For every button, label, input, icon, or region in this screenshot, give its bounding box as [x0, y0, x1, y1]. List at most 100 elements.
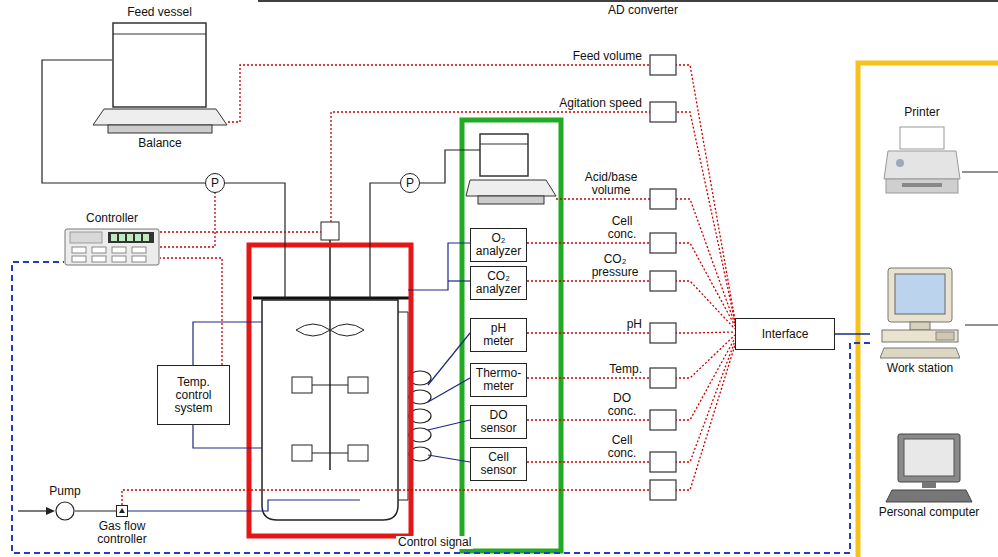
- sensor-box: DO sensor: [470, 405, 527, 439]
- flow-controller-shape: [116, 505, 128, 517]
- probe-line: [428, 420, 470, 430]
- signal-label: CO₂ pressure: [588, 253, 642, 279]
- signal-wires: [160, 112, 735, 324]
- temp-pipe: [193, 322, 262, 365]
- computer-icon-art: [884, 432, 974, 504]
- line-art: [922, 482, 936, 488]
- line-art: [896, 159, 904, 167]
- ad-converter-box: [650, 233, 676, 253]
- line-art: [888, 268, 952, 322]
- signal-label: Temp.: [609, 363, 642, 376]
- acid-base-pipe: [420, 150, 480, 183]
- line-art: [135, 234, 141, 241]
- node-label: pH meter: [474, 322, 523, 348]
- impeller-hub: [312, 453, 348, 454]
- printer-icon: Printer: [872, 104, 972, 222]
- impeller-hub: [312, 385, 348, 386]
- line-art: [72, 247, 86, 253]
- connector-label: Control signal: [396, 536, 473, 549]
- line-art: [904, 439, 954, 476]
- line-art: [92, 256, 106, 262]
- pump-symbol-shape: [55, 501, 75, 521]
- signal-label: AD converter: [608, 4, 678, 17]
- connector: [75, 510, 116, 511]
- ad-converter-box: [650, 368, 676, 388]
- line-art: [132, 256, 146, 262]
- line-art: [112, 256, 126, 262]
- sensor-box: Thermo-meter: [470, 363, 527, 397]
- node-heading: Feed vessel: [127, 6, 192, 19]
- connector: [228, 65, 735, 320]
- ad-converter-box: [650, 410, 676, 430]
- node-label: P: [406, 177, 414, 190]
- icon-caption: Printer: [904, 106, 939, 119]
- impeller-blade: [348, 445, 368, 461]
- signal-label: DO conc.: [602, 392, 642, 418]
- computer-frame: [858, 63, 998, 557]
- signal-label: Feed volume: [573, 50, 642, 63]
- line-art: [56, 502, 74, 520]
- line-art: [113, 23, 206, 107]
- acid-base-pipe: [370, 183, 400, 298]
- feed-vessel-shape: [112, 22, 207, 108]
- line-art: [112, 247, 126, 253]
- reactor-lid: [253, 297, 412, 300]
- line-art: [65, 229, 159, 265]
- jacket-line: [398, 500, 408, 501]
- line-art: [111, 234, 117, 241]
- interface-box: Interface: [735, 318, 835, 350]
- node-heading: Gas flow controller: [91, 520, 153, 546]
- node-heading: Balance: [138, 137, 181, 150]
- icon-caption: Work station: [887, 362, 953, 375]
- controller: Controller: [64, 228, 160, 266]
- pump-symbol: P: [400, 173, 420, 193]
- ad-converter-box: [650, 480, 676, 500]
- workstation-icon-art: [880, 266, 960, 360]
- line-art: [108, 125, 212, 133]
- connector: [527, 243, 735, 326]
- connector: [835, 333, 870, 334]
- connector: [527, 341, 735, 462]
- node-label: P: [211, 177, 219, 190]
- ad-converter-box: [650, 189, 676, 209]
- feed-vessel: Feed vessel: [112, 22, 207, 108]
- node-label: O₂ analyzer: [474, 232, 523, 258]
- icon-caption: Personal computer: [879, 506, 980, 519]
- connector: [527, 338, 735, 420]
- line-art: [117, 506, 128, 517]
- node-label: CO₂ analyzer: [474, 270, 523, 296]
- line-art: [895, 274, 945, 314]
- arrow-head: [46, 507, 55, 515]
- line-art: [884, 151, 960, 179]
- ad-converter-box: [650, 102, 676, 122]
- sensor-box: Cell sensor: [470, 447, 527, 481]
- line-art: [70, 232, 102, 243]
- air-inlet: [18, 510, 50, 511]
- impeller: [296, 324, 364, 336]
- acid-base-vessel: [480, 134, 528, 176]
- balance-shape: [92, 108, 228, 134]
- impeller-blade: [292, 377, 312, 393]
- signal-wire: [160, 193, 215, 247]
- feed-pipe: [225, 183, 285, 298]
- signal-label: Cell conc.: [602, 434, 642, 460]
- ad-converter-box: [650, 323, 676, 343]
- process-box: Temp. control system: [157, 365, 230, 425]
- node-label: Thermo-meter: [474, 367, 523, 393]
- node-heading: Pump: [49, 485, 80, 498]
- line-art: [72, 256, 86, 262]
- line-art: [93, 109, 227, 125]
- pump-symbol: P: [205, 173, 225, 193]
- sensor-box: O₂ analyzer: [470, 228, 527, 262]
- reactor-frame: [249, 245, 411, 536]
- line-art: [902, 183, 942, 187]
- line-art: [910, 322, 930, 330]
- connector: [527, 335, 735, 378]
- signal-wire: [331, 112, 735, 322]
- node-heading: Controller: [86, 212, 138, 225]
- ad-converter-box: [650, 452, 676, 472]
- acid-base-lid: [480, 144, 528, 145]
- computer-icon: Personal computer: [868, 432, 990, 542]
- connector: [122, 345, 735, 505]
